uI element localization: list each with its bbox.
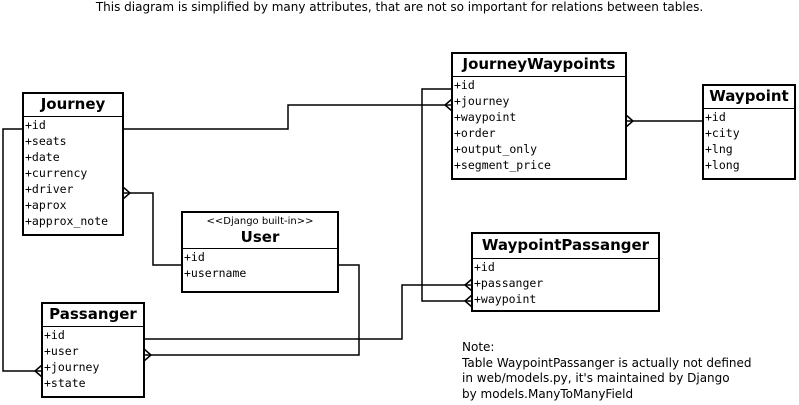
relation-journey-passanger bbox=[2, 128, 42, 372]
field: +id bbox=[454, 78, 475, 92]
field: +lng bbox=[705, 142, 733, 156]
table-user-stereotype: <<Django built-in>> bbox=[206, 216, 314, 227]
table-waypoint-passanger-fields: +id +passanger +waypoint bbox=[473, 259, 658, 307]
crowsfoot-jw-waypoint bbox=[625, 114, 635, 128]
field: +output_only bbox=[454, 142, 538, 156]
note-line: Table WaypointPassanger is actually not … bbox=[462, 355, 752, 370]
table-journey-header: Journey bbox=[24, 94, 122, 117]
table-journey-waypoints: JourneyWaypoints +id +journey +waypoint … bbox=[451, 52, 627, 180]
field: +order bbox=[454, 126, 496, 140]
field: +username bbox=[184, 266, 247, 280]
crowsfoot-journey-driver bbox=[122, 186, 132, 200]
field: +state bbox=[44, 376, 86, 390]
field: +currency bbox=[25, 166, 88, 180]
table-journey-title: Journey bbox=[40, 95, 106, 113]
relation-user-passanger bbox=[144, 264, 360, 356]
diagram-caption: This diagram is simplified by many attri… bbox=[95, 0, 704, 14]
table-journey-waypoints-title: JourneyWaypoints bbox=[462, 55, 616, 73]
field: +id bbox=[184, 250, 205, 264]
table-waypoint-passanger-header: WaypointPassanger bbox=[473, 234, 658, 259]
table-user: <<Django built-in>> User +id +username bbox=[181, 211, 339, 293]
crowsfoot-passanger-journey bbox=[33, 364, 43, 378]
field: +segment_price bbox=[454, 158, 551, 172]
relation-journey-journeywaypoints bbox=[123, 104, 452, 130]
table-user-header: <<Django built-in>> User bbox=[183, 213, 337, 249]
field: +journey bbox=[454, 94, 510, 108]
field: +id bbox=[25, 118, 46, 132]
field: +aprox bbox=[25, 198, 67, 212]
crowsfoot-wp-waypoint bbox=[463, 294, 473, 308]
field: +city bbox=[705, 126, 740, 140]
field: +id bbox=[474, 260, 495, 274]
field: +date bbox=[25, 150, 60, 164]
field: +id bbox=[44, 328, 65, 342]
table-journey-waypoints-fields: +id +journey +waypoint +order +output_on… bbox=[453, 77, 625, 173]
field: +waypoint bbox=[454, 110, 517, 124]
table-waypoint-passanger-title: WaypointPassanger bbox=[481, 236, 650, 254]
field: +user bbox=[44, 344, 79, 358]
field: +long bbox=[705, 158, 740, 172]
note-line: Note: bbox=[462, 340, 495, 354]
table-journey: Journey +id +seats +date +currency +driv… bbox=[22, 92, 124, 236]
note-line: in web/models.py, it's maintained by Dja… bbox=[462, 371, 730, 385]
table-waypoint-title: Waypoint bbox=[709, 87, 789, 105]
crowsfoot-passanger-user bbox=[143, 348, 153, 362]
field: +approx_note bbox=[25, 214, 109, 228]
table-waypoint-header: Waypoint bbox=[704, 86, 794, 109]
note-line: by models.ManyToManyField bbox=[462, 386, 634, 401]
table-passanger-header: Passanger bbox=[43, 304, 143, 327]
note: Note: Table WaypointPassanger is actuall… bbox=[462, 340, 752, 402]
field: +waypoint bbox=[474, 292, 537, 306]
relation-passanger-waypointpassanger bbox=[144, 284, 472, 340]
relation-journeywaypoints-waypointpassanger bbox=[421, 88, 472, 302]
field: +seats bbox=[25, 134, 67, 148]
field: +journey bbox=[44, 360, 100, 374]
relation-user-journey-driver bbox=[123, 192, 182, 266]
table-passanger-fields: +id +user +journey +state bbox=[43, 327, 143, 391]
table-waypoint-fields: +id +city +lng +long bbox=[704, 109, 794, 173]
field: +passanger bbox=[474, 276, 544, 290]
crowsfoot-jw-journey bbox=[443, 98, 453, 112]
table-journey-fields: +id +seats +date +currency +driver +apro… bbox=[24, 117, 122, 229]
table-waypoint-passanger: WaypointPassanger +id +passanger +waypoi… bbox=[471, 232, 660, 312]
crowsfoot-wp-passanger bbox=[463, 278, 473, 292]
table-passanger-title: Passanger bbox=[49, 305, 137, 323]
table-waypoint: Waypoint +id +city +lng +long bbox=[702, 84, 796, 180]
field: +driver bbox=[25, 182, 74, 196]
field: +id bbox=[705, 110, 726, 124]
table-passanger: Passanger +id +user +journey +state bbox=[41, 302, 145, 398]
table-user-title: User bbox=[240, 228, 280, 246]
table-journey-waypoints-header: JourneyWaypoints bbox=[453, 54, 625, 77]
table-user-fields: +id +username bbox=[183, 249, 337, 281]
